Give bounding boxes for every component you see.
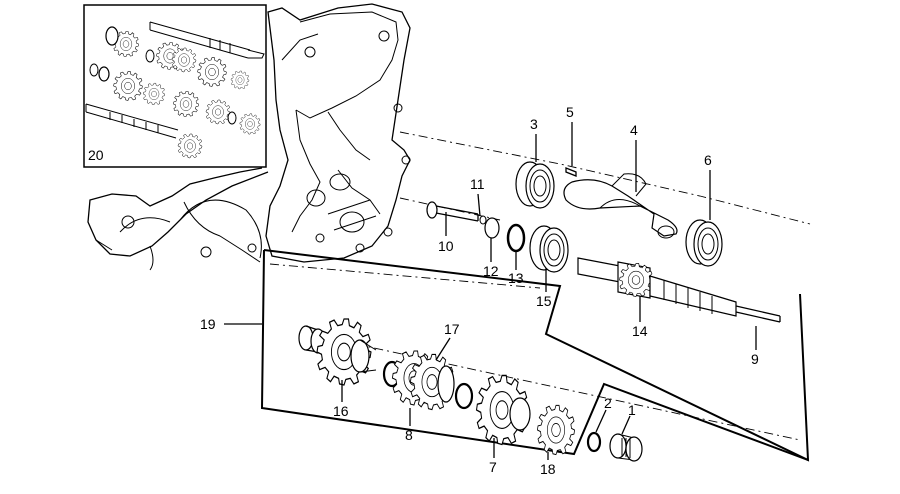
leader-lines — [224, 122, 757, 460]
part-10-bolt — [426, 201, 479, 222]
crankcase-housing — [87, 3, 411, 271]
label-3: 3 — [530, 116, 538, 132]
part-4-shift-fork — [563, 173, 678, 239]
label-20: 20 — [88, 147, 104, 163]
label-17: 17 — [444, 321, 460, 337]
label-13: 13 — [508, 270, 524, 286]
part-9-needle-pin — [735, 305, 781, 323]
part-12-ring — [484, 217, 500, 239]
label-9: 9 — [751, 351, 759, 367]
label-4: 4 — [630, 122, 638, 138]
label-6: 6 — [704, 152, 712, 168]
inset-full-gearset-box — [83, 4, 267, 168]
part-11-washer — [479, 215, 487, 225]
label-8: 8 — [405, 427, 413, 443]
part-13-circlip — [506, 223, 526, 253]
part-5-pin — [565, 167, 577, 177]
label-19: 19 — [200, 316, 216, 332]
circlip-b — [454, 382, 474, 410]
label-2: 2 — [604, 395, 612, 411]
part-2-circlip — [586, 431, 602, 453]
label-16: 16 — [333, 403, 349, 419]
label-11: 11 — [470, 176, 485, 192]
part-19-gear-cluster-frame — [260, 249, 810, 462]
part-1-needle-bearing — [609, 433, 643, 462]
label-12: 12 — [483, 263, 499, 279]
label-15: 15 — [536, 293, 552, 309]
part-14-main-shaft — [577, 257, 737, 317]
label-7: 7 — [489, 459, 497, 475]
label-10: 10 — [438, 238, 454, 254]
label-1: 1 — [628, 402, 636, 418]
part-17-gear — [409, 353, 455, 411]
part-number-labels: 3 5 4 6 11 10 12 13 15 14 9 19 17 16 8 7… — [88, 104, 759, 477]
part-6-bearing — [685, 219, 723, 267]
part-7-gear — [475, 374, 531, 446]
part-15-bearing — [529, 225, 569, 273]
label-5: 5 — [566, 104, 574, 120]
part-16-gear — [316, 318, 377, 386]
label-18: 18 — [540, 461, 556, 477]
part-3-bearing — [515, 161, 555, 209]
part-18-gear — [536, 404, 576, 456]
label-14: 14 — [632, 323, 648, 339]
